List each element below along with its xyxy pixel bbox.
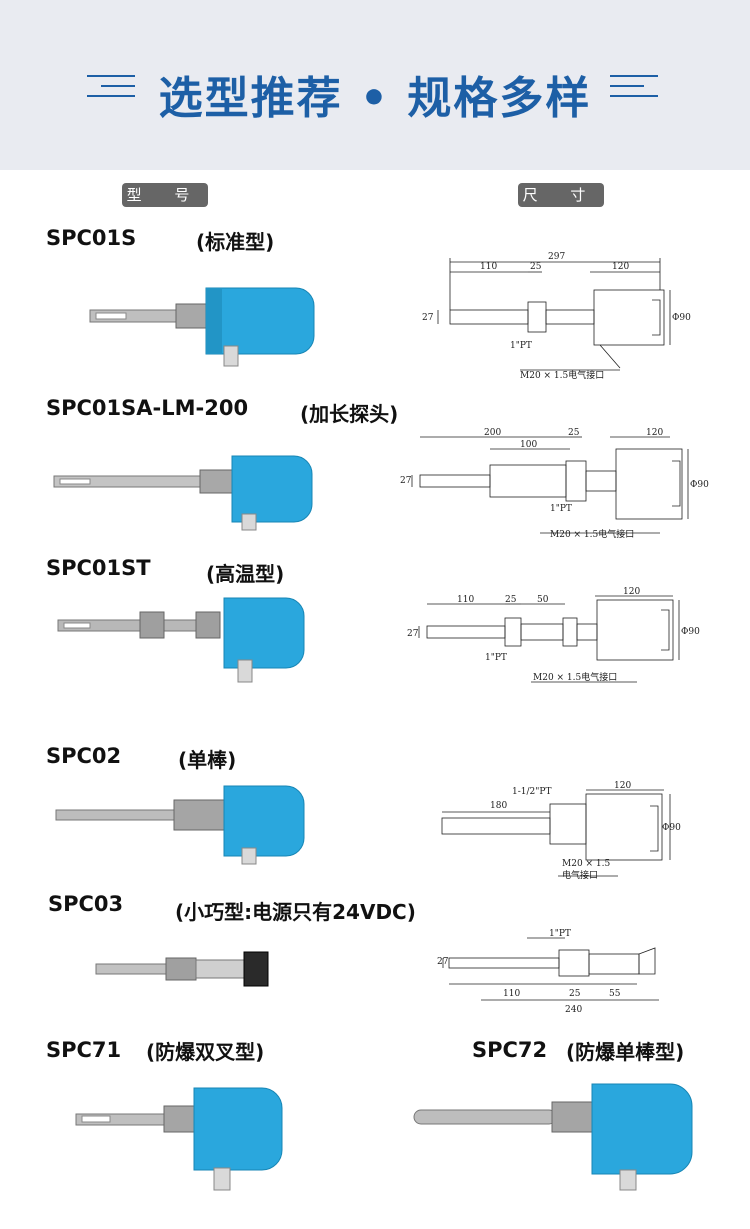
dim-conn: M20 × 1.5电气接口: [533, 671, 617, 683]
dim-a: 110: [480, 262, 497, 272]
model-type: (标准型): [196, 230, 275, 254]
left-decoration: [87, 75, 135, 105]
dim-total: 297: [548, 252, 565, 262]
dim-h: 27: [422, 313, 434, 323]
product-photo-spc72: [413, 1083, 693, 1191]
model-name: SPC02: [46, 744, 122, 768]
model-name: SPC72: [472, 1038, 548, 1062]
dim-total: 240: [565, 1005, 582, 1015]
dim-a: 110: [503, 989, 520, 999]
dim-a: 110: [457, 595, 474, 605]
dim-pt: 1-1/2"PT: [512, 787, 551, 797]
dim-dia: Φ90: [690, 480, 709, 490]
model-name: SPC01SA-LM-200: [46, 396, 249, 420]
dim-dia: Φ90: [662, 823, 681, 833]
model-name: SPC71: [46, 1038, 122, 1062]
dim-dia: Φ90: [672, 313, 691, 323]
model-type: (小巧型:电源只有24VDC): [175, 900, 416, 924]
dim-h: 27: [407, 629, 419, 639]
model-name: SPC01S: [46, 226, 137, 250]
model-type: (防爆单棒型): [566, 1040, 685, 1064]
product-photo-spc01sa-lm-200: [53, 455, 313, 531]
size-header-tag: 尺 寸: [518, 183, 604, 207]
dim-conn: M20 × 1.5电气接口: [520, 369, 604, 381]
dim-b: 100: [520, 440, 537, 450]
model-type: (加长探头): [300, 402, 399, 426]
model-type: (单棒): [178, 748, 237, 772]
dimension-drawing-spc02: 180 1-1/2"PT 120 Φ90 M20 × 1.5 电气接口: [441, 781, 681, 881]
dim-pt: 1"PT: [485, 653, 507, 663]
dim-pt: 1"PT: [549, 929, 571, 939]
dim-conn: M20 × 1.5电气接口: [550, 528, 634, 540]
dim-conn1: M20 × 1.5: [562, 859, 611, 869]
dimension-drawing-spc01st: 110 25 50 120 27 Φ90 1"PT M20 × 1.5电气接口: [407, 587, 700, 683]
dim-pt: 1"PT: [550, 504, 572, 514]
dim-d: 120: [646, 428, 663, 438]
dimension-drawing-spc03: 1"PT 27 110 25 55 240: [437, 929, 659, 1015]
dim-c: 50: [537, 595, 549, 605]
dim-dia: Φ90: [681, 627, 700, 637]
product-photo-spc01st: [57, 597, 305, 683]
dim-b: 25: [505, 595, 517, 605]
product-photo-spc71: [75, 1087, 283, 1191]
dim-b: 25: [530, 262, 542, 272]
dimension-drawing-spc01s: 297 110 25 120 27 Φ90 1"PT M20 × 1.5电气接口: [422, 252, 691, 381]
dim-pt: 1"PT: [510, 341, 532, 351]
model-name: SPC03: [48, 892, 124, 916]
dim-h: 27: [400, 476, 412, 486]
dim-d: 120: [623, 587, 640, 597]
dim-c: 25: [568, 428, 580, 438]
model-header-tag: 型 号: [122, 183, 208, 207]
product-photo-spc01s: [89, 287, 315, 367]
model-type: (防爆双叉型): [146, 1040, 265, 1064]
dimension-drawing-spc01sa: 200 100 25 120 27 Φ90 1"PT M20 × 1.5电气接口: [400, 428, 709, 540]
dim-c: 55: [609, 989, 621, 999]
product-photo-spc03: [95, 951, 269, 987]
dim-c: 120: [614, 781, 631, 791]
model-type: (高温型): [206, 562, 285, 586]
dim-conn2: 电气接口: [562, 869, 598, 881]
banner: 选型推荐 • 规格多样: [0, 0, 750, 170]
dim-a: 180: [490, 801, 507, 811]
dim-a: 200: [484, 428, 501, 438]
right-decoration: [610, 75, 658, 105]
banner-title: 选型推荐 • 规格多样: [158, 73, 592, 124]
product-photo-spc02: [55, 785, 305, 865]
dim-c: 120: [612, 262, 629, 272]
model-name: SPC01ST: [46, 556, 151, 580]
dim-h: 27: [437, 957, 449, 967]
dim-b: 25: [569, 989, 581, 999]
